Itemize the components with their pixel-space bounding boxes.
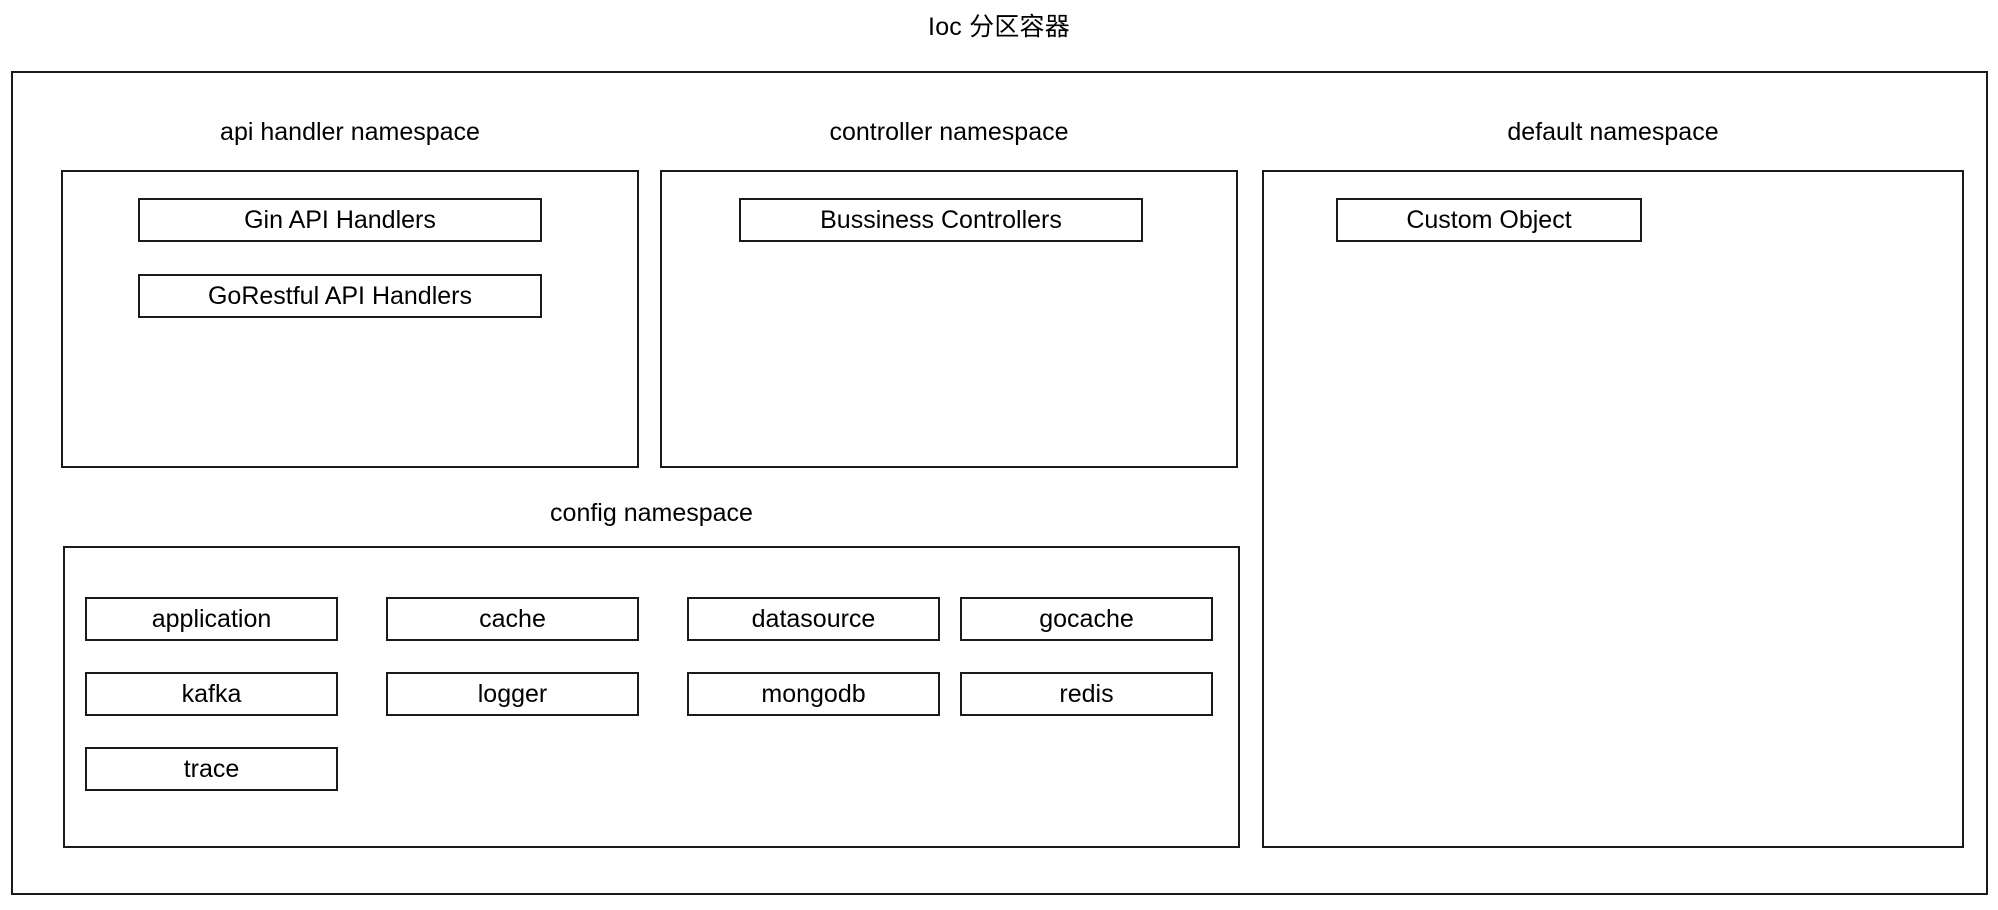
item-logger[interactable]: logger [386, 672, 639, 716]
default-namespace-box [1262, 170, 1964, 848]
item-redis[interactable]: redis [960, 672, 1213, 716]
item-gocache[interactable]: gocache [960, 597, 1213, 641]
item-mongodb[interactable]: mongodb [687, 672, 940, 716]
item-gin-api-handlers[interactable]: Gin API Handlers [138, 198, 542, 242]
diagram-title: Ioc 分区容器 [928, 13, 1070, 41]
item-application[interactable]: application [85, 597, 338, 641]
controller-namespace-label: controller namespace [829, 118, 1069, 146]
api-handler-namespace-label: api handler namespace [220, 118, 480, 146]
item-custom-object[interactable]: Custom Object [1336, 198, 1642, 242]
default-namespace-label: default namespace [1507, 118, 1719, 146]
config-namespace-label: config namespace [550, 499, 753, 527]
item-trace[interactable]: trace [85, 747, 338, 791]
item-bussiness-controllers[interactable]: Bussiness Controllers [739, 198, 1143, 242]
item-gorestful-api-handlers[interactable]: GoRestful API Handlers [138, 274, 542, 318]
item-kafka[interactable]: kafka [85, 672, 338, 716]
item-datasource[interactable]: datasource [687, 597, 940, 641]
item-cache[interactable]: cache [386, 597, 639, 641]
